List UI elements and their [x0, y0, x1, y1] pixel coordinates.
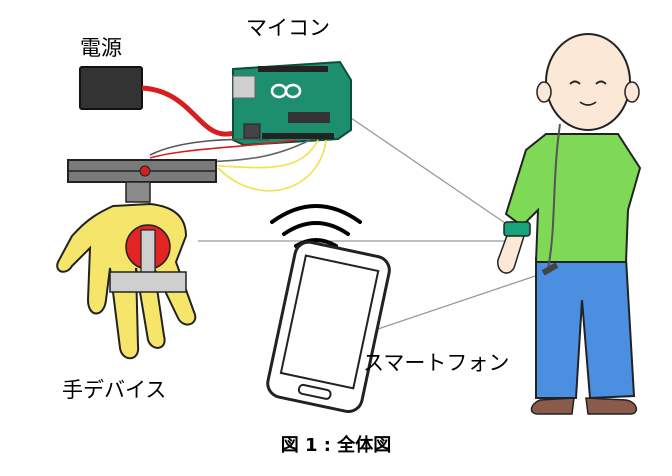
link-microcontroller-to-band — [350, 117, 509, 226]
smartphone — [266, 240, 391, 413]
head — [545, 33, 631, 131]
figure-caption: 図 1 : 全体図 — [280, 435, 392, 456]
person-figure — [497, 33, 642, 415]
pin-header-bottom — [262, 133, 334, 139]
hand-device-label: 手デバイス — [62, 378, 167, 402]
infinity-icon — [270, 83, 302, 99]
pants — [535, 257, 636, 400]
smartphone-label: スマートフォン — [363, 351, 510, 375]
hand-device — [56, 159, 217, 360]
sensor-plug — [541, 262, 559, 276]
power-supply-label: 電源 — [80, 36, 122, 60]
link-phone-to-sensor — [374, 271, 548, 331]
earphone-cable — [547, 123, 561, 269]
microcontroller-label: マイコン — [246, 16, 330, 40]
power-jack — [243, 123, 261, 139]
pin-header-top — [258, 66, 328, 72]
rail-pivot — [139, 165, 151, 177]
chip — [288, 112, 330, 123]
connection-lines — [198, 117, 548, 331]
home-button — [297, 383, 332, 400]
shirt — [504, 133, 642, 263]
power-cable — [141, 85, 246, 137]
wifi-signal-icon — [270, 204, 362, 248]
wrist-band — [503, 221, 531, 237]
microcontroller-board — [232, 60, 352, 147]
usb-port — [232, 75, 256, 99]
power-supply — [79, 66, 246, 137]
